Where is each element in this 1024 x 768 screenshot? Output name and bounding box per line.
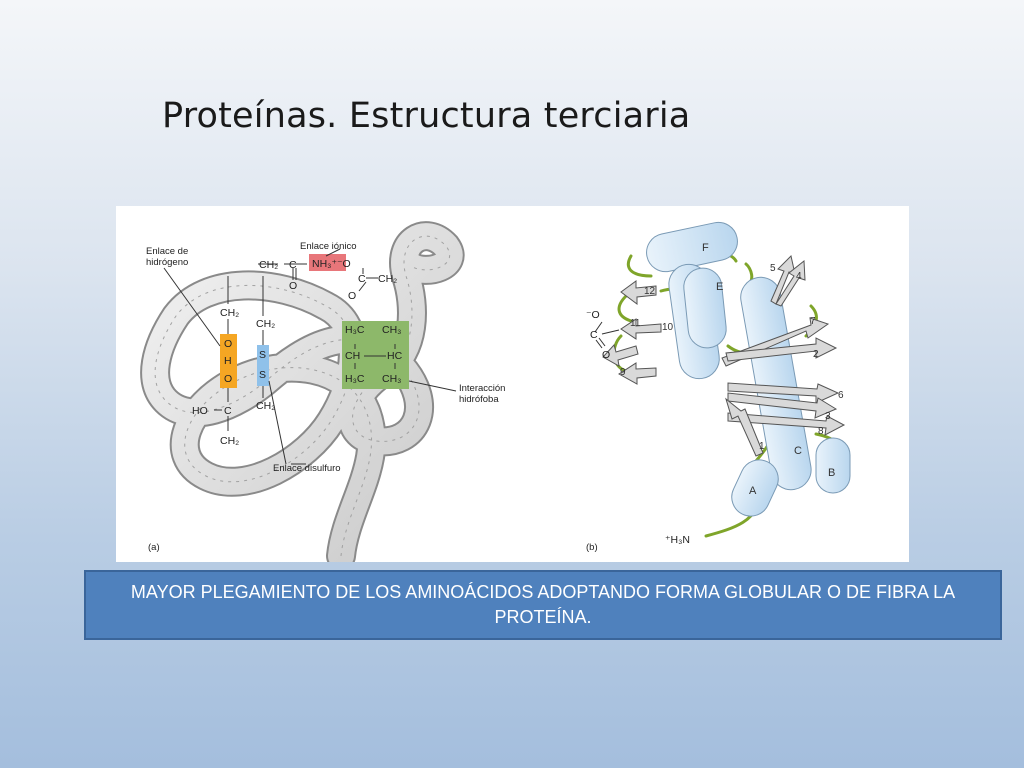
- chem-c-low: C: [224, 405, 232, 417]
- disulfide-box: [257, 345, 269, 386]
- chem-ch3-2: CH₃: [382, 373, 401, 385]
- protein-figure: Enlace de hidrógeno Enlace iónico Intera…: [116, 206, 909, 562]
- helix-c: C: [740, 276, 812, 491]
- hydrophobic-label-2: hidrófoba: [459, 394, 499, 405]
- chem-ch: CH: [345, 350, 360, 362]
- chem-ho: HO: [192, 405, 208, 417]
- hydrogen-bond-label-1: Enlace de: [146, 246, 188, 257]
- panel-b: F D E C B A: [586, 221, 851, 553]
- chem-h-hb: H: [224, 355, 232, 367]
- panel-a: Enlace de hidrógeno Enlace iónico Intera…: [140, 221, 505, 562]
- chem-h3c-1: H₃C: [345, 324, 365, 336]
- n-terminus-label: ⁺H₃N: [665, 534, 690, 546]
- chem-ch2-right: CH₂: [378, 273, 397, 285]
- ionic-bond-label: Enlace iónico: [300, 241, 357, 252]
- chem-ch3-1: CH₃: [382, 324, 401, 336]
- helix-a: A: [731, 459, 779, 517]
- helix-b-label: B: [828, 467, 835, 479]
- chem-ch2-left: CH₂: [220, 307, 239, 319]
- strand-12-label: 12: [644, 286, 656, 297]
- chem-c-right: C: [358, 273, 366, 285]
- panel-b-label: (b): [586, 542, 598, 553]
- strand-2-label: 2: [813, 349, 819, 360]
- chem-s2: S: [259, 369, 266, 381]
- figure-svg: Enlace de hidrógeno Enlace iónico Intera…: [140, 221, 851, 562]
- chem-o-right: O: [348, 290, 356, 302]
- hydrophobic-label-1: Interacción: [459, 383, 505, 394]
- strand-6-label: 6: [838, 390, 844, 401]
- strand-1-label: 1: [759, 441, 765, 452]
- chem-nh3: NH₃⁺: [312, 258, 337, 270]
- hydrogen-bond-label-2: hidrógeno: [146, 257, 188, 268]
- chem-hc: HC: [387, 350, 403, 362]
- helix-f-label: F: [702, 242, 709, 254]
- slide-title: Proteínas. Estructura terciaria: [162, 96, 691, 136]
- strand-10-label: 10: [662, 322, 674, 333]
- chem-s1: S: [259, 349, 266, 361]
- chem-h3c-2: H₃C: [345, 373, 365, 385]
- disulfide-label: Enlace disulfuro: [273, 463, 341, 474]
- strand-7-label: 7: [810, 316, 816, 327]
- chem-o-hb: O: [224, 338, 232, 350]
- c-terminus-c-label: C: [590, 329, 598, 341]
- chem-c-top: C: [289, 259, 297, 271]
- strand-11-label: 11: [630, 318, 641, 329]
- helix-e-label: E: [716, 281, 723, 293]
- helix-a-label: A: [749, 485, 757, 497]
- chem-o-minus: ⁻O: [337, 258, 351, 270]
- helix-b: B: [815, 437, 851, 494]
- panel-a-label: (a): [148, 542, 160, 553]
- caption-box: MAYOR PLEGAMIENTO DE LOS AMINOÁCIDOS ADO…: [84, 570, 1002, 640]
- hydrogen-bond-box: [220, 334, 237, 388]
- beta-strands: [602, 255, 846, 457]
- chem-ch2-top: CH₂: [259, 259, 278, 271]
- chem-ch2-low: CH₂: [220, 435, 239, 447]
- strand-9-label: 9: [620, 367, 626, 378]
- chem-ch2-mid: CH₂: [256, 318, 275, 330]
- c-terminus-o-label: O: [602, 349, 610, 361]
- c-terminus-label: ⁻O: [586, 309, 600, 321]
- strand-5-label: 5: [770, 263, 776, 274]
- hydrophobic-box: [342, 321, 409, 389]
- chem-o-hb2: O: [224, 373, 232, 385]
- caption-text: MAYOR PLEGAMIENTO DE LOS AMINOÁCIDOS ADO…: [130, 582, 956, 627]
- strand-4-label: 4: [796, 271, 802, 282]
- helix-c-label: C: [794, 445, 802, 457]
- chem-o-top: O: [289, 280, 297, 292]
- ionic-bond-box: [309, 254, 346, 271]
- strand-3-label: 3: [825, 411, 831, 422]
- strand-8-label: 8: [818, 426, 824, 437]
- chem-ch2-mid2: CH₂: [256, 400, 275, 412]
- helix-e: E: [683, 267, 727, 349]
